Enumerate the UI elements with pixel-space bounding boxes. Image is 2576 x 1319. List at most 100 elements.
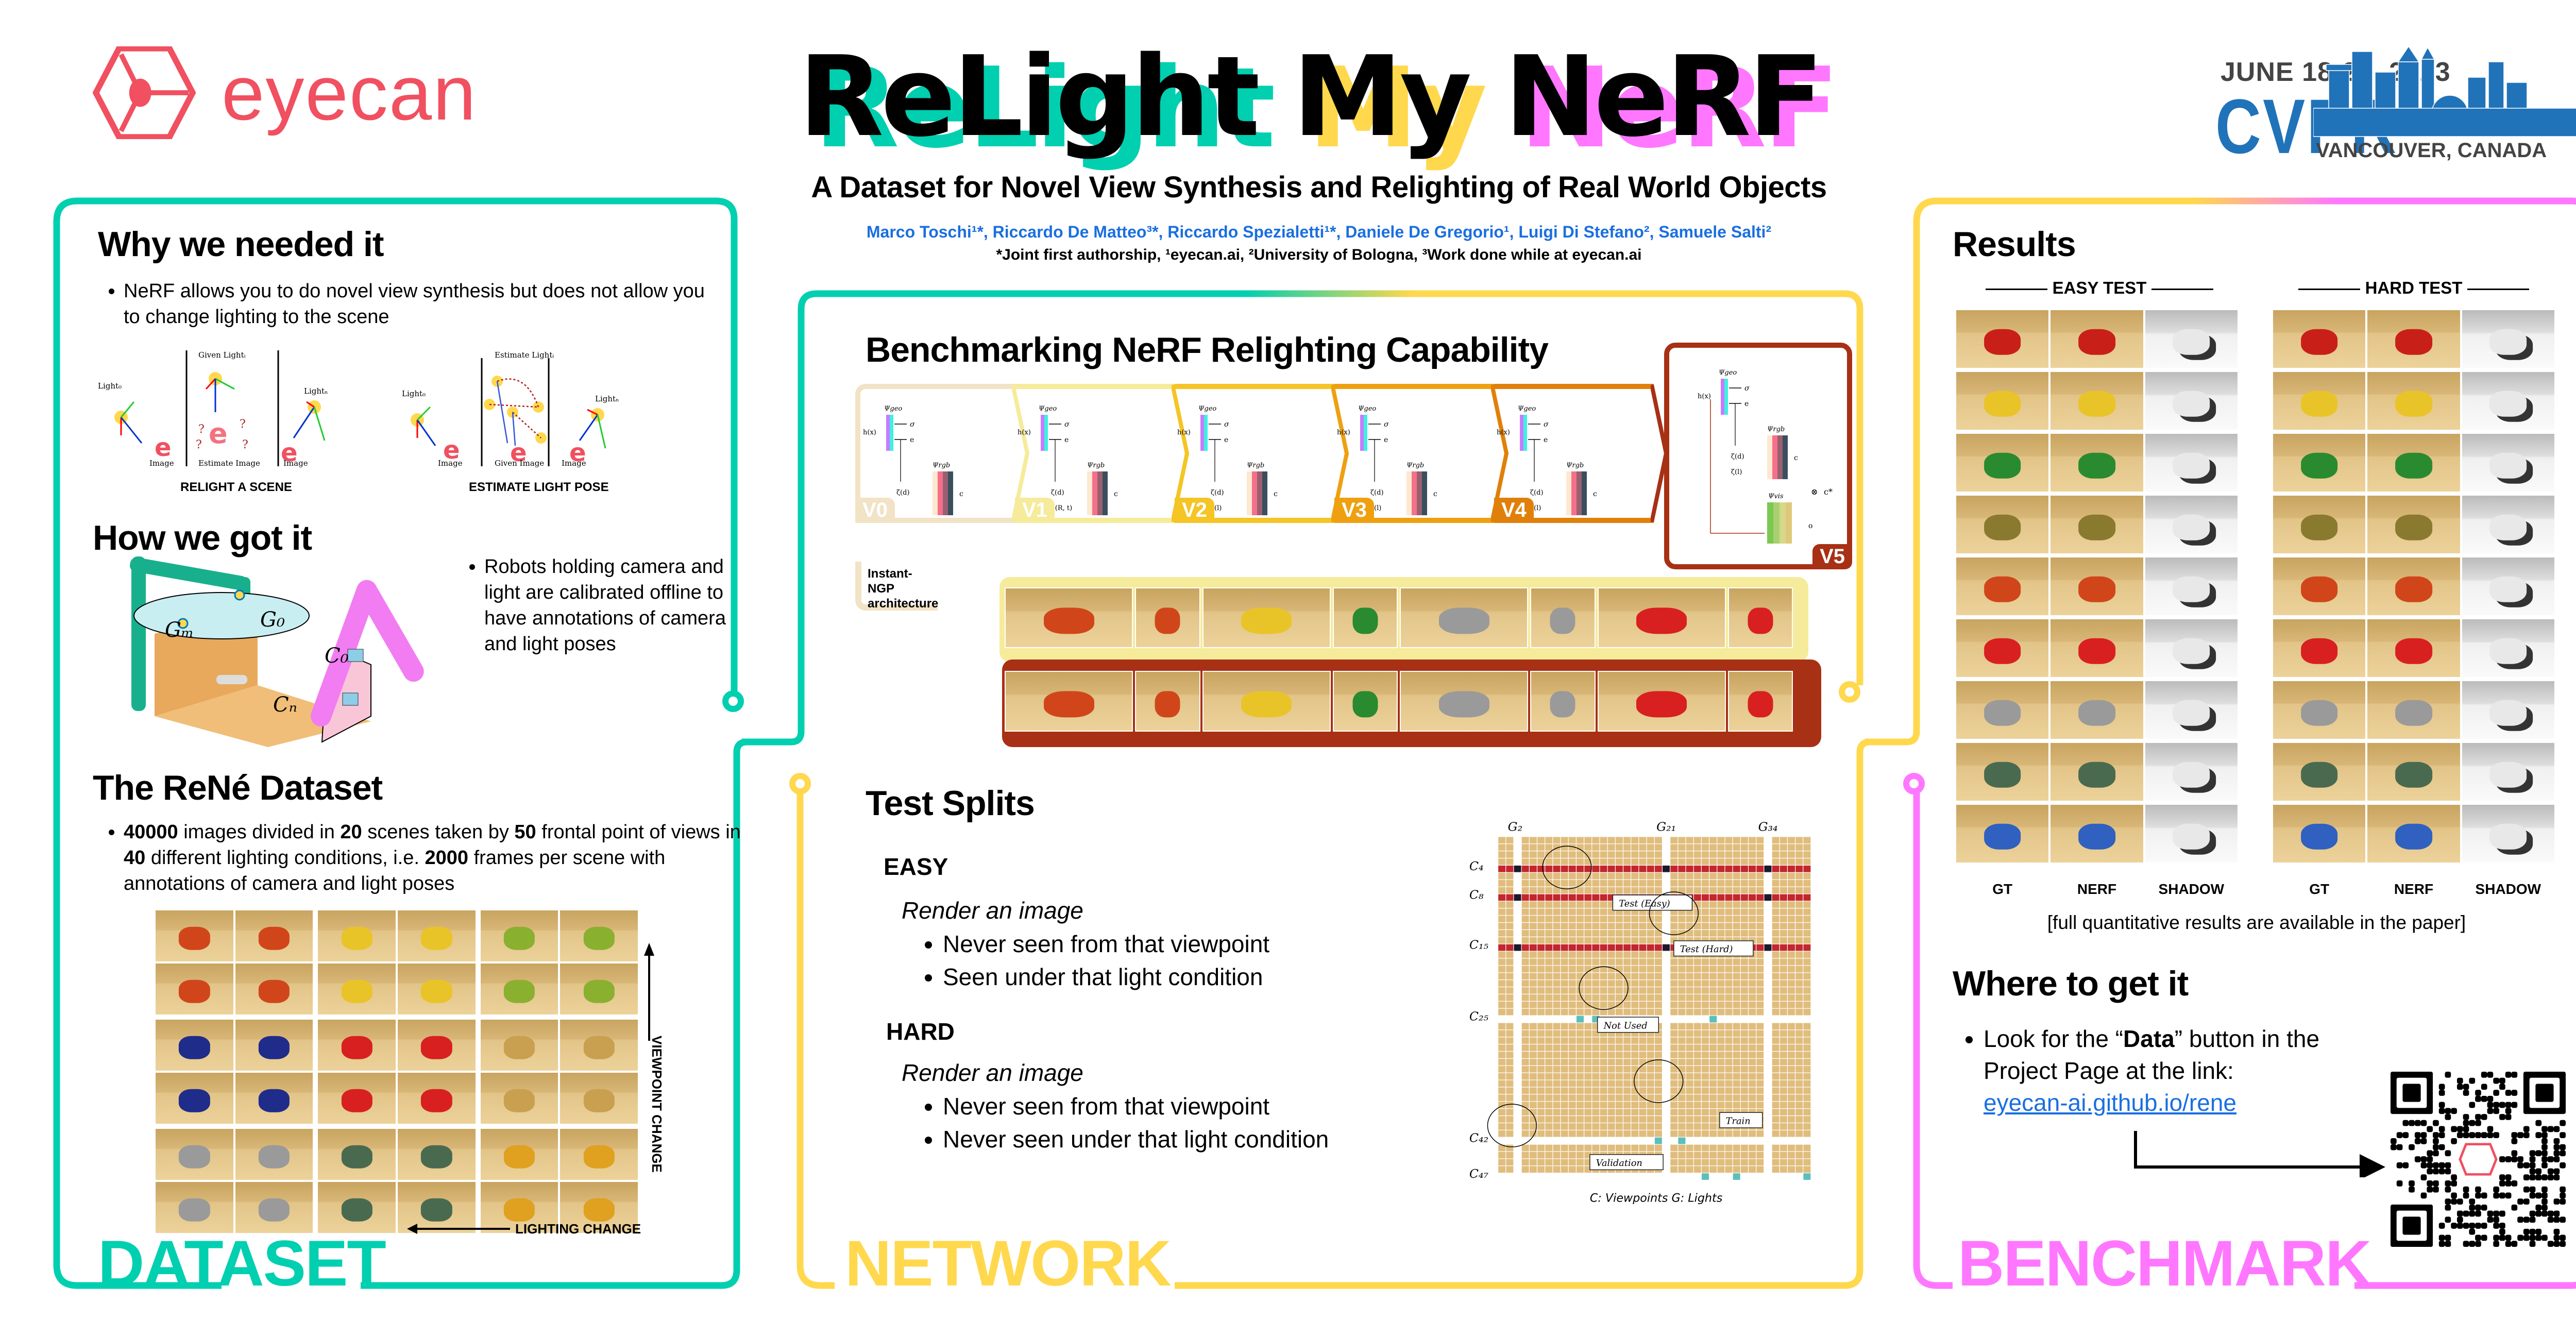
project-page-link[interactable]: eyecan-ai.github.io/rene [1984,1089,2236,1116]
split-cell [1772,1123,1780,1130]
callout-label: Train [1726,1116,1751,1126]
split-cell [1521,872,1529,880]
split-cell [1639,973,1647,980]
split-cell [1561,1123,1568,1130]
split-cell [1561,994,1568,1001]
split-cell [1607,1001,1615,1008]
qr-module [2475,1204,2481,1211]
split-cell [1577,858,1584,865]
scene-view-helicopters [396,1019,477,1072]
split-cell [1545,966,1553,973]
split-cell [1772,1016,1780,1023]
split-cell [1803,901,1811,908]
input-0: h(x) [1497,429,1510,436]
split-cell [1788,923,1795,929]
split-cell [1631,1144,1639,1152]
where-bullet-post: ” button in the Project Page at the link… [1984,1025,2320,1084]
object-vehicles [2489,823,2527,850]
split-cell [1584,1016,1592,1023]
split-cell [1553,837,1561,844]
split-cell [1529,1173,1537,1180]
split-cell [1623,1008,1631,1016]
split-cell [1772,887,1780,894]
split-cell [1553,1102,1561,1109]
qr-module [2499,1156,2505,1162]
qr-module [2438,1102,2445,1108]
split-cell [1577,866,1584,872]
split-cell [1663,1173,1670,1180]
split-cell [1568,1144,1576,1152]
split-cell [1568,1130,1576,1137]
project-qr-code[interactable] [2391,1072,2566,1247]
split-cell [1506,923,1514,929]
split-cell [1577,1130,1584,1137]
split-cell [1788,894,1795,901]
split-cell [1709,1080,1717,1087]
split-cell [1795,923,1803,929]
result-shadow-plants [2461,433,2555,493]
qr-pointer-arrow-icon [2134,1131,2385,1177]
object-vehicles [2078,823,2115,850]
split-cells [1498,837,1811,1180]
callout-box [1719,1112,1763,1128]
split-cell [1701,1016,1709,1023]
split-cell [1788,1052,1795,1058]
split-cell [1577,1152,1584,1159]
split-cell [1717,1059,1725,1066]
render-sample [1332,671,1398,732]
split-cell [1756,987,1764,994]
split-cell [1631,987,1639,994]
split-cell [1639,880,1647,887]
split-cell [1693,887,1701,894]
qr-module [2517,1132,2523,1138]
qr-module [2553,1216,2560,1223]
split-cell [1592,1144,1600,1152]
split-cell [1780,1094,1787,1102]
split-cell [1623,930,1631,937]
object-dinosaurs [341,1198,372,1222]
split-cell [1803,1102,1811,1109]
split-cell [1756,1016,1764,1023]
split-cell [1764,908,1772,916]
split-cell [1639,1087,1647,1094]
split-cell [1772,987,1780,994]
split-cell [1740,1080,1748,1087]
object-dinosaurs [2173,762,2210,788]
split-cell [1717,1152,1725,1159]
qr-module [2535,1174,2542,1181]
input-1: ζ(d) [896,489,910,497]
split-cell [1537,872,1545,880]
split-cell [1709,851,1717,858]
split-cell [1537,1030,1545,1037]
input-0: h(x) [1337,429,1350,436]
split-cell [1600,1102,1607,1109]
qr-module [2505,1156,2512,1162]
stat-number: 40000 [124,821,178,843]
split-cell [1795,1001,1803,1008]
split-cell [1772,1066,1780,1073]
object-succulent [2078,514,2115,540]
split-cell [1686,858,1693,865]
split-cell [1568,1037,1576,1044]
split-cell [1654,994,1662,1001]
split-cell [1693,1008,1701,1016]
split-cell [1803,1130,1811,1137]
split-cell [1561,1137,1568,1144]
split-cell [1607,1116,1615,1123]
qr-module [2529,1174,2536,1181]
split-cell [1623,1044,1631,1051]
split-cell [1709,994,1717,1001]
result-nerf-plants [2366,433,2461,493]
split-cell [1568,844,1576,851]
split-cell [1607,930,1615,937]
qr-module [2541,1192,2548,1199]
split-cell [1788,837,1795,844]
split-cell [1514,1166,1521,1173]
split-cell [1592,1080,1600,1087]
split-cell [1561,1173,1568,1180]
split-cell [1654,944,1662,951]
split-cell [1498,1166,1506,1173]
hard-results-grid [2272,309,2555,864]
split-cell [1788,930,1795,937]
